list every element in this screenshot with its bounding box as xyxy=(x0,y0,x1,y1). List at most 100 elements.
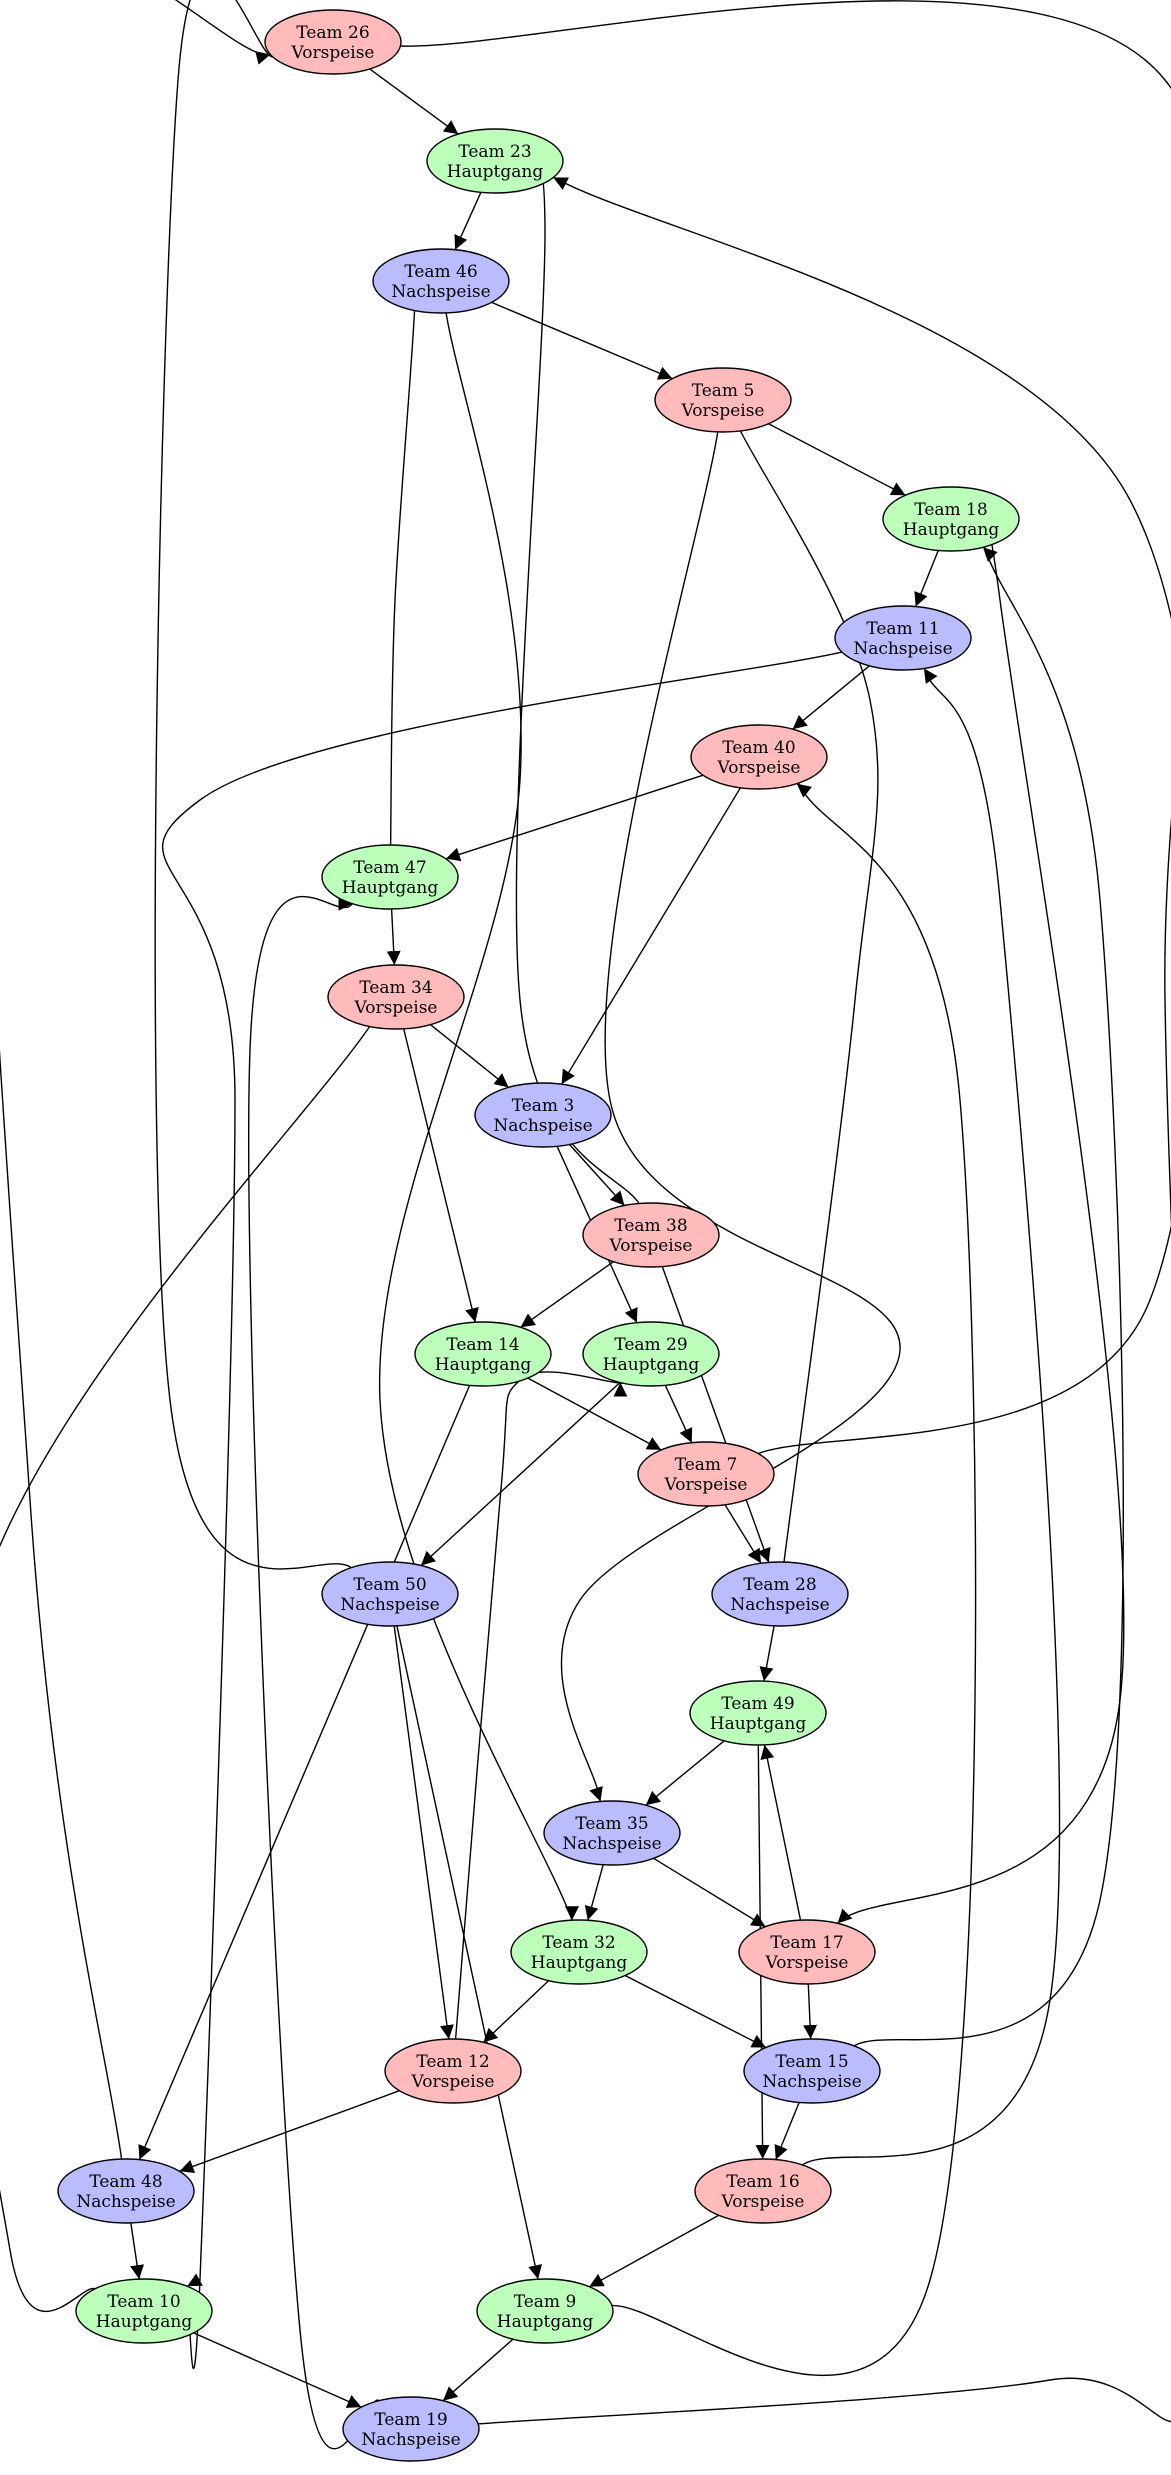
edge-team-28-to-team-5 xyxy=(726,409,879,1563)
edge-team-16-to-team-9 xyxy=(588,2214,720,2288)
edge-team-3-to-team-38 xyxy=(568,1144,626,1206)
node-course: Nachspeise xyxy=(853,639,952,659)
node-course: Vorspeise xyxy=(609,1236,693,1256)
edge-team-10-to-team-19 xyxy=(193,2332,362,2408)
edge-team-26-to-team-50 xyxy=(154,0,367,1583)
edge-team-50-to-team-9 xyxy=(396,1625,542,2280)
node-ellipse xyxy=(510,1919,648,1985)
edge-team-35-to-team-17 xyxy=(653,1857,766,1928)
node-course: Hauptgang xyxy=(531,1953,628,1973)
edge-team-11-to-team-10 xyxy=(161,651,843,2370)
node-title: Team 26 xyxy=(296,23,369,43)
node-course: Vorspeise xyxy=(717,758,801,778)
edge-team-19-to-team-47 xyxy=(248,892,380,2450)
edge-team-29-to-team-7 xyxy=(664,1385,693,1443)
node-ellipse xyxy=(372,248,510,314)
edge-team-12-to-team-48 xyxy=(179,2090,400,2174)
node-title: Team 29 xyxy=(614,1335,687,1355)
node-course: Nachspeise xyxy=(76,2192,175,2212)
node-course: Vorspeise xyxy=(681,401,765,421)
node-course: Nachspeise xyxy=(340,1595,439,1615)
node-title: Team 46 xyxy=(404,262,477,282)
node-ellipse xyxy=(743,2038,881,2104)
edge-team-9-to-team-19 xyxy=(442,2338,514,2402)
edge-team-19-to-team-26 xyxy=(342,0,1171,2425)
node-course: Nachspeise xyxy=(762,2072,861,2092)
node-title: Team 11 xyxy=(866,619,939,639)
node-ellipse xyxy=(882,486,1020,552)
node-ellipse xyxy=(321,1561,459,1627)
edge-team-32-to-team-15 xyxy=(624,1974,767,2049)
node-ellipse xyxy=(474,1082,612,1148)
edge-team-23-to-team-46 xyxy=(454,192,482,250)
node-title: Team 23 xyxy=(458,142,531,162)
node-title: Team 5 xyxy=(692,381,755,401)
node-ellipse xyxy=(582,1321,720,1387)
node-title: Team 35 xyxy=(575,1814,648,1834)
edge-team-5-to-team-35 xyxy=(560,431,901,1816)
node-ellipse xyxy=(689,1680,827,1746)
node-ellipse xyxy=(711,1561,849,1627)
node-course: Nachspeise xyxy=(493,1116,592,1136)
edge-team-34-to-team-14 xyxy=(403,1028,479,1323)
node-title: Team 18 xyxy=(914,500,987,520)
node-course: Hauptgang xyxy=(96,2312,193,2332)
node-ellipse xyxy=(426,128,564,194)
node-title: Team 15 xyxy=(775,2052,848,2072)
node-title: Team 50 xyxy=(353,1575,426,1595)
node-title: Team 19 xyxy=(374,2410,447,2430)
node-title: Team 47 xyxy=(353,858,426,878)
node-title: Team 9 xyxy=(514,2292,577,2312)
edge-team-15-to-team-16 xyxy=(774,2102,800,2160)
node-course: Vorspeise xyxy=(721,2192,805,2212)
node-course: Nachspeise xyxy=(562,1834,661,1854)
node-ellipse xyxy=(476,2278,614,2344)
edge-team-38-to-team-14 xyxy=(520,1261,614,1328)
edge-team-18-to-team-11 xyxy=(914,550,939,607)
edge-team-34-to-team-3 xyxy=(429,1024,510,1088)
node-course: Hauptgang xyxy=(447,162,544,182)
node-title: Team 48 xyxy=(89,2172,162,2192)
node-course: Vorspeise xyxy=(664,1475,748,1495)
edge-team-46-to-team-5 xyxy=(491,301,673,380)
edge-team-49-to-team-35 xyxy=(645,1740,725,1806)
edge-team-9-to-team-40 xyxy=(611,761,977,2376)
node-course: Vorspeise xyxy=(291,43,375,63)
edge-team-15-to-team-18 xyxy=(853,521,1124,2047)
node-course: Vorspeise xyxy=(765,1953,849,1973)
edge-team-23-to-team-38 xyxy=(515,159,653,1221)
node-ellipse xyxy=(321,844,459,910)
node-title: Team 28 xyxy=(743,1575,816,1595)
node-title: Team 34 xyxy=(359,978,432,998)
node-title: Team 17 xyxy=(770,1933,843,1953)
node-ellipse xyxy=(414,1321,552,1387)
edge-team-38-to-team-28 xyxy=(661,1266,771,1563)
node-title: Team 49 xyxy=(721,1694,794,1714)
edge-team-5-to-team-18 xyxy=(768,423,906,496)
node-course: Hauptgang xyxy=(342,878,439,898)
node-ellipse xyxy=(582,1202,720,1268)
node-ellipse xyxy=(342,2396,480,2462)
edge-team-50-to-team-12 xyxy=(393,1625,454,2040)
node-ellipse xyxy=(327,964,465,1030)
node-ellipse xyxy=(654,367,792,433)
edge-team-14-to-team-48 xyxy=(138,1385,471,2160)
